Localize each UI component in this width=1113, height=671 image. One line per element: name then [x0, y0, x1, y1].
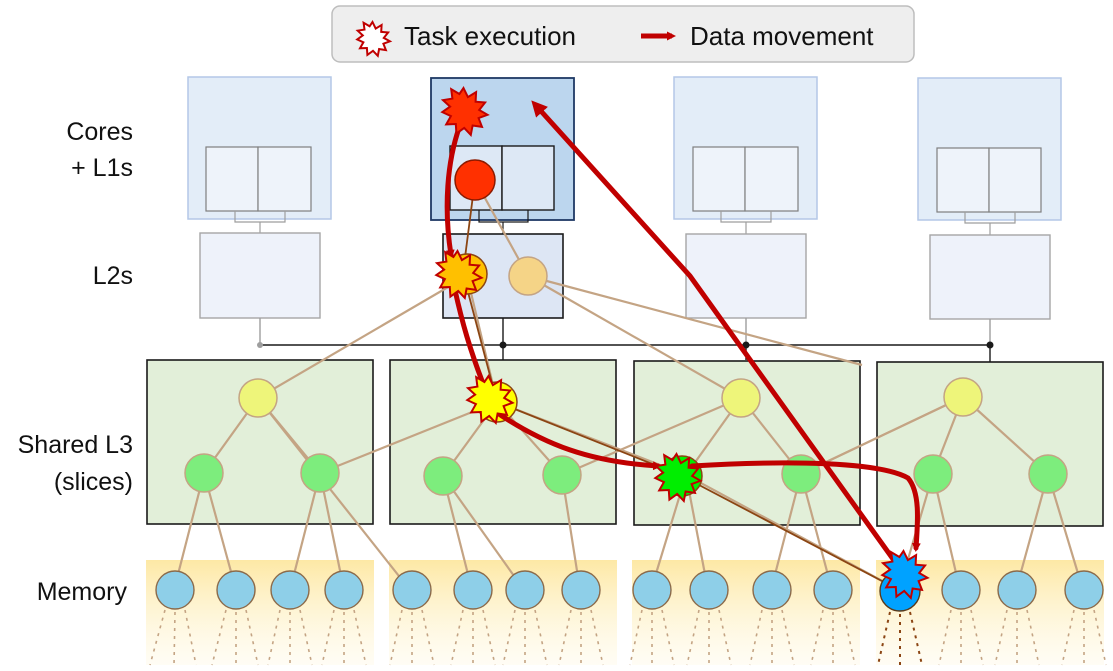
- memory-node: [155, 570, 195, 610]
- memory-node: [324, 570, 364, 610]
- l2-1: [199, 232, 321, 319]
- memory-node: [561, 570, 601, 610]
- memory-bands: [146, 560, 1104, 665]
- core-3-l1-right: [744, 146, 799, 212]
- l2-row: [199, 232, 1051, 320]
- core-4-l1-right: [988, 147, 1042, 213]
- l3-root-1: [238, 378, 278, 418]
- memory-node: [997, 570, 1037, 610]
- legend-box: [331, 5, 915, 63]
- interconnect-bus: [257, 318, 994, 362]
- memory-node: [689, 570, 729, 610]
- cores-label-line1: Cores: [66, 118, 133, 146]
- task-star-l2: [434, 249, 484, 301]
- cores-row: [187, 76, 1062, 221]
- core-1-l1-right: [257, 146, 312, 212]
- core-3-l1-left: [692, 146, 746, 212]
- l3-root-3: [721, 378, 761, 418]
- active-memory-traces: [877, 611, 923, 666]
- l3-label-line1: Shared L3: [18, 431, 133, 459]
- cores-label-line2: + L1s: [71, 154, 133, 182]
- l3-mid-1b: [300, 453, 340, 493]
- task-star-l3-mid: [653, 452, 703, 504]
- l3-slice-4: [876, 361, 1104, 527]
- row-labels: Cores + L1s L2s Shared L3 (slices) Memor…: [18, 118, 133, 606]
- legend: Task execution Data movement: [331, 5, 915, 63]
- l2-label: L2s: [93, 262, 133, 290]
- task-star-l3-root: [465, 374, 515, 426]
- memory-node: [505, 570, 545, 610]
- arrow-l2-to-l3: [452, 287, 487, 390]
- core-4-l1-left: [936, 147, 990, 213]
- arrow-l3-to-memory: [689, 460, 921, 552]
- l3-mid-1a: [184, 453, 224, 493]
- l2-node-idle: [508, 256, 548, 296]
- legend-data-label: Data movement: [690, 21, 874, 51]
- memory-node: [941, 570, 981, 610]
- l3-label-line2: (slices): [54, 468, 133, 496]
- l1-l2-connectors: [234, 210, 1016, 235]
- l3-mid-2b: [542, 455, 582, 495]
- memory-node: [632, 570, 672, 610]
- core-1-l1-left: [205, 146, 259, 212]
- task-star-memory: [880, 549, 930, 601]
- memory-node: [752, 570, 792, 610]
- memory-nodes: [155, 570, 1104, 612]
- arrow-memory-to-core: [531, 100, 901, 569]
- l1-node: [454, 159, 496, 201]
- memory-node: [813, 570, 853, 610]
- l2-4: [929, 234, 1051, 320]
- core-2-l1-right: [501, 145, 555, 211]
- task-star-core: [440, 86, 490, 138]
- memory-label: Memory: [37, 578, 128, 606]
- memory-node: [270, 570, 310, 610]
- l3-mid-4a: [913, 454, 953, 494]
- memory-node: [392, 570, 432, 610]
- memory-node: [216, 570, 256, 610]
- l2-3: [685, 233, 807, 319]
- l3-root-4: [943, 377, 983, 417]
- memory-node: [1064, 570, 1104, 610]
- memory-node: [453, 570, 493, 610]
- data-movement-arrows: [444, 100, 921, 569]
- arrow-l3-to-l3: [493, 409, 662, 471]
- l3-mid-2a: [423, 456, 463, 496]
- memory-traces: [149, 609, 1107, 666]
- task-execution-icon: [355, 20, 393, 58]
- l3-mid-4b: [1028, 454, 1068, 494]
- task-executions: [434, 86, 930, 601]
- legend-task-label: Task execution: [404, 21, 576, 51]
